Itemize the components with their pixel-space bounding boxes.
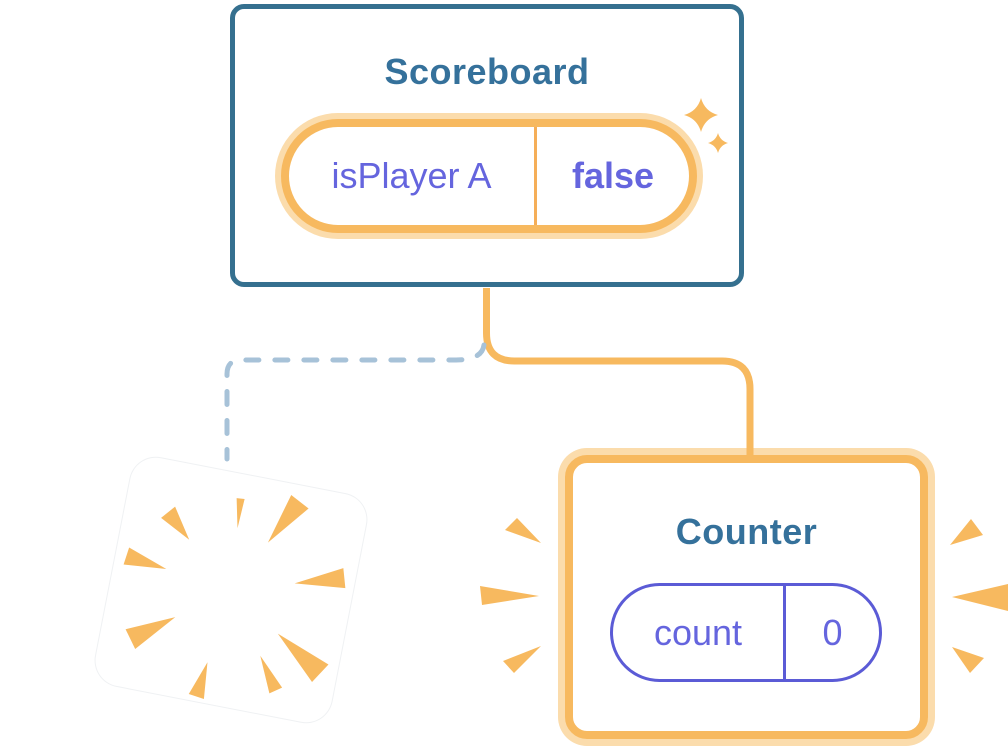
counter-state-value: 0 xyxy=(822,611,843,653)
counter-state-value-cell: 0 xyxy=(786,586,879,679)
counter-title: Counter xyxy=(675,511,818,552)
counter-state-key: count xyxy=(653,611,743,653)
emphasis-rays-left-icon xyxy=(480,518,541,673)
destroyed-card xyxy=(91,453,371,727)
scoreboard-title: Scoreboard xyxy=(384,51,590,92)
scoreboard-state-key: isPlayer A xyxy=(331,155,492,196)
scoreboard-state-key-cell: isPlayer A xyxy=(289,127,537,225)
scoreboard-card: Scoreboard isPlayer A false xyxy=(230,4,744,287)
scoreboard-state-value-cell: false xyxy=(537,127,689,225)
solid-connector-line xyxy=(483,288,754,456)
scoreboard-state-pill: isPlayer A false xyxy=(281,119,697,233)
dashed-connector-line xyxy=(224,342,487,462)
counter-state-key-cell: count xyxy=(613,586,786,679)
emphasis-rays-right-icon xyxy=(950,519,1008,673)
counter-state-pill: count 0 xyxy=(610,583,882,682)
scoreboard-state-value: false xyxy=(571,155,655,196)
counter-card: Counter count 0 xyxy=(565,455,928,739)
starburst-icon xyxy=(123,494,346,700)
